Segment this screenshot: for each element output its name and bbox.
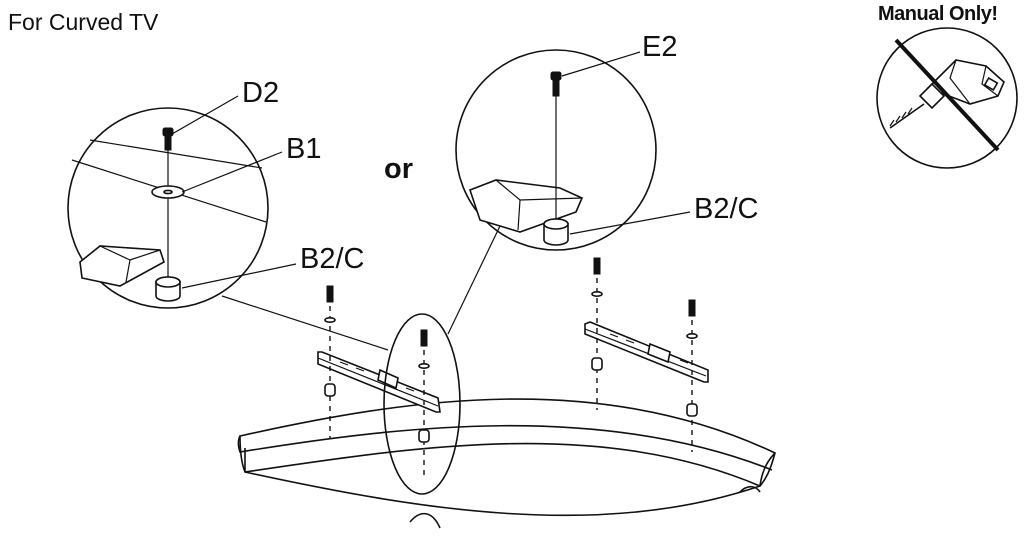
screw-stack-4: [686, 299, 698, 452]
prohibition-slash-icon: [894, 38, 1000, 152]
label-e2: E2: [642, 31, 677, 63]
warning-circle: [876, 27, 1018, 169]
screw-icon: [326, 285, 334, 303]
screw-icon: [593, 257, 601, 275]
screw-stack-2: [418, 329, 430, 480]
screw-icon: [420, 329, 428, 347]
label-b2c-left: B2/C: [300, 243, 364, 275]
warning-text: Manual Only!: [878, 3, 998, 25]
pointer-line-left: [221, 295, 389, 351]
connector-or: or: [384, 153, 413, 185]
bracket-right: [584, 321, 709, 383]
washer-icon: [591, 290, 603, 297]
screw-stacks: [324, 257, 698, 480]
bracket-left: [317, 351, 441, 413]
tv-stand-base: [237, 398, 776, 529]
washer-icon: [686, 332, 698, 339]
highlight-ellipse: [383, 313, 461, 495]
washer-icon: [418, 362, 430, 369]
manual-only-warning: Manual Only!: [876, 3, 1018, 169]
screw-icon: [550, 71, 562, 81]
screw-stack-1: [324, 285, 336, 438]
label-d2: D2: [242, 77, 279, 109]
screw-stack-3: [591, 257, 603, 410]
washer-icon: [324, 316, 336, 323]
label-b1: B1: [286, 133, 321, 165]
label-b2c-right: B2/C: [694, 193, 758, 225]
pointer-line-right: [447, 225, 501, 335]
spacer-icon: [686, 403, 698, 417]
screw-icon: [162, 127, 174, 137]
diagram-title: For Curved TV: [8, 9, 159, 35]
screw-icon: [688, 299, 696, 317]
spacer-icon: [324, 383, 336, 397]
spacer-icon: [418, 429, 430, 443]
detail-circle-left: [67, 95, 297, 309]
spacer-icon: [591, 357, 603, 371]
detail-circle-right: [455, 49, 691, 251]
